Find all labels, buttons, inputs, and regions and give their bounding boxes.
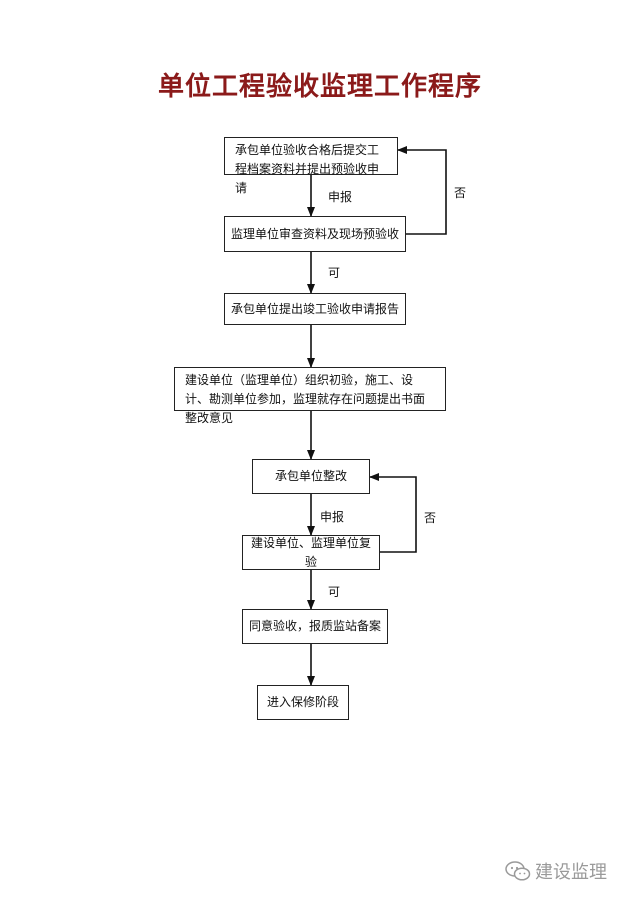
step-pre-inspection: 监理单位审查资料及现场预验收 xyxy=(224,216,406,252)
step-completion-application: 承包单位提出竣工验收申请报告 xyxy=(224,293,406,325)
wechat-icon xyxy=(505,861,531,881)
watermark-text: 建设监理 xyxy=(535,862,607,883)
edge-label-reject-1: 否 xyxy=(454,186,467,200)
step-submit-archive: 承包单位验收合格后提交工程档案资料并提出预验收申请 xyxy=(224,137,398,195)
step-text: 建设单位、监理单位复验 xyxy=(250,535,371,569)
step-text: 同意验收，报质监站备案 xyxy=(249,619,382,633)
edge-label-apply-1: 申报 xyxy=(328,190,353,204)
step-text: 建设单位（监理单位）组织初验，施工、设计、勘测单位参加，监理就存在问题提出书面整… xyxy=(185,373,426,425)
step-text: 进入保修阶段 xyxy=(266,695,339,709)
step-reinspection: 建设单位、监理单位复验 xyxy=(242,535,380,570)
edge-label-pass-2: 可 xyxy=(328,585,341,599)
feedback-loop-1 xyxy=(397,146,447,235)
edge-label-reject-2: 否 xyxy=(424,511,437,525)
step-text: 监理单位审查资料及现场预验收 xyxy=(231,226,400,241)
step-text: 承包单位提出竣工验收申请报告 xyxy=(231,301,400,316)
edge-label-pass-1: 可 xyxy=(328,266,341,280)
feedback-loop-2 xyxy=(369,473,417,553)
step-text: 承包单位验收合格后提交工程档案资料并提出预验收申请 xyxy=(235,143,380,195)
step-warranty: 进入保修阶段 xyxy=(257,685,349,720)
edge-label-apply-2: 申报 xyxy=(320,510,345,524)
step-rectification: 承包单位整改 xyxy=(252,459,370,494)
step-text: 承包单位整改 xyxy=(274,469,347,483)
watermark: 建设监理 xyxy=(505,858,607,884)
diagram-title: 单位工程验收监理工作程序 xyxy=(157,72,482,102)
step-approve-filing: 同意验收，报质监站备案 xyxy=(242,609,388,644)
step-initial-inspection: 建设单位（监理单位）组织初验，施工、设计、勘测单位参加，监理就存在问题提出书面整… xyxy=(174,367,446,425)
